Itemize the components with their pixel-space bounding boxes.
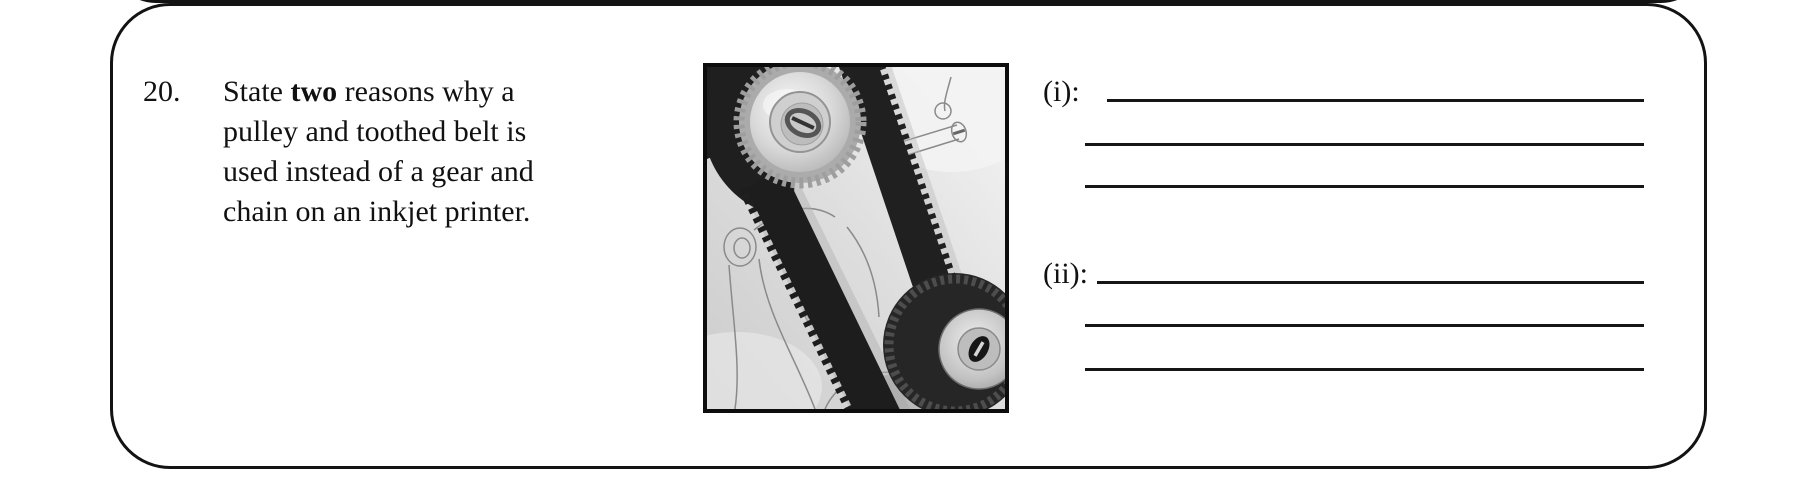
answer-line	[1085, 324, 1644, 327]
toothed-belt-photo	[707, 67, 1005, 409]
question-text-prefix: State	[223, 75, 291, 108]
answer-line	[1107, 99, 1644, 102]
question-text-suffix: reasons why a pulley and toothed belt is…	[223, 75, 534, 228]
answer-line	[1097, 281, 1644, 284]
answer-line	[1085, 185, 1644, 188]
question-number: 20.	[143, 75, 181, 108]
answer-line	[1085, 368, 1644, 371]
answer-label-i: (i):	[1043, 75, 1080, 108]
answer-label-ii: (ii):	[1043, 257, 1088, 290]
question-box-border	[110, 3, 1707, 469]
figure-frame	[703, 63, 1009, 413]
question-text: State two reasons why a pulley and tooth…	[223, 72, 575, 232]
question-text-bold-word: two	[290, 75, 338, 108]
answer-line	[1085, 143, 1644, 146]
